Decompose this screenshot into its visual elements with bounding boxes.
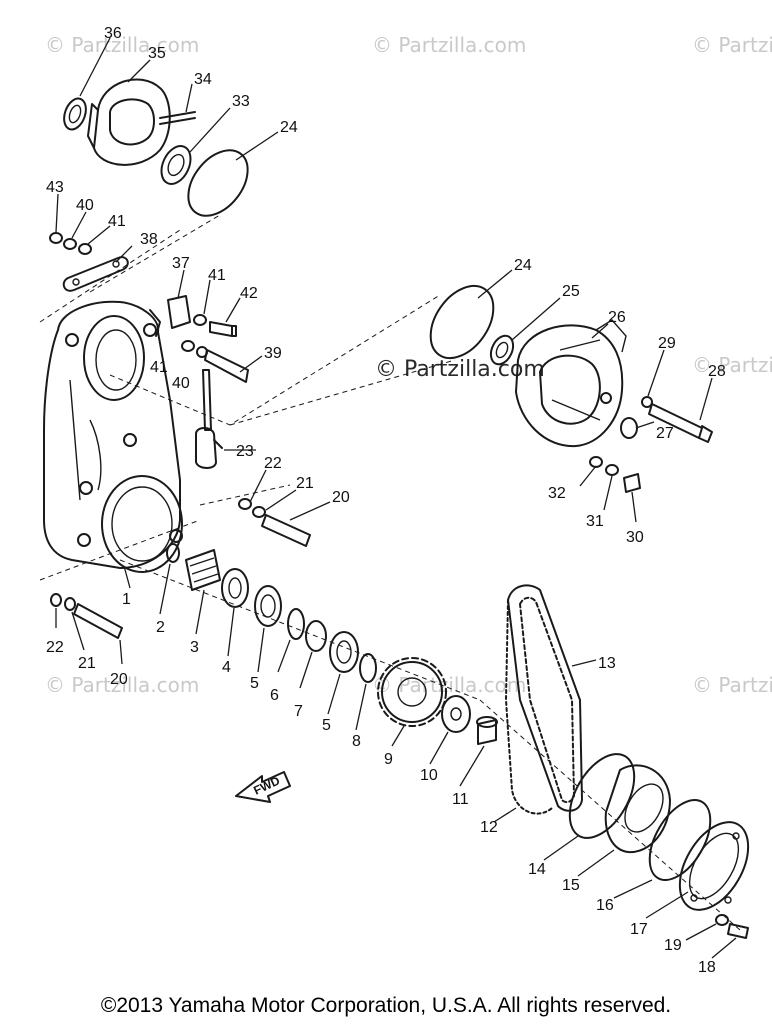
callout-2: 2 [156, 619, 165, 636]
callout-30: 30 [626, 529, 644, 546]
callout-4: 4 [222, 659, 231, 676]
callout-27: 27 [656, 425, 674, 442]
callout-14: 14 [528, 861, 546, 878]
callout-37: 37 [172, 255, 190, 272]
callout-32: 32 [548, 485, 566, 502]
callout-24-right: 24 [514, 257, 532, 274]
callout-35: 35 [148, 45, 166, 62]
forward-arrow: FWD [235, 771, 291, 803]
callout-25: 25 [562, 283, 580, 300]
rear-housing-assembly [429, 284, 713, 493]
callout-26: 26 [608, 309, 626, 326]
callout-20-upper: 20 [332, 489, 350, 506]
callout-36: 36 [104, 25, 122, 42]
callout-43: 43 [46, 179, 64, 196]
crankcase-cover [43, 300, 183, 573]
callout-33: 33 [232, 93, 250, 110]
callout-11: 11 [452, 791, 469, 808]
callout-40-lower: 40 [172, 375, 190, 392]
middle-bolts [50, 498, 311, 639]
copyright-notice: ©2013 Yamaha Motor Corporation, U.S.A. A… [100, 994, 672, 1017]
callout-15: 15 [562, 877, 580, 894]
callout-21-lower: 21 [78, 655, 96, 672]
watermark-center: © Partzilla.com [375, 357, 545, 382]
watermark-bottom-right: © Partzilla.com [692, 673, 772, 697]
upper-cover-assembly [63, 78, 196, 185]
callout-13: 13 [598, 655, 616, 672]
callout-7: 7 [294, 703, 303, 720]
callout-21-upper: 21 [296, 475, 314, 492]
callout-24-upper: 24 [280, 119, 298, 136]
callout-5-right: 5 [322, 717, 331, 734]
side-cover-stack [568, 753, 750, 939]
callout-41-upper: 41 [108, 213, 126, 230]
watermark-top-center: © Partzilla.com [372, 33, 526, 57]
callout-40-upper: 40 [76, 197, 94, 214]
sprocket-assembly [377, 657, 498, 745]
watermark-mid-right: © Partzilla.com [692, 353, 772, 377]
callout-41-middle: 41 [208, 267, 226, 284]
callout-5-left: 5 [250, 675, 259, 692]
callout-9: 9 [384, 751, 393, 768]
callout-22-lower: 22 [46, 639, 64, 656]
bracket-and-bolts [167, 295, 249, 383]
callout-6: 6 [270, 687, 279, 704]
watermark-top-left: © Partzilla.com [45, 33, 199, 57]
callout-39: 39 [264, 345, 282, 362]
callout-29: 29 [658, 335, 676, 352]
callout-labels: 36 35 34 33 24 43 40 41 38 37 41 42 41 4… [46, 25, 726, 976]
callout-34: 34 [194, 71, 212, 88]
leader-lines [55, 37, 737, 959]
o-ring-upper [187, 149, 249, 217]
watermark-bottom-left: © Partzilla.com [45, 673, 199, 697]
callout-20-lower: 20 [110, 671, 128, 688]
callout-12: 12 [480, 819, 498, 836]
callout-23: 23 [236, 443, 254, 460]
callout-10: 10 [420, 767, 438, 784]
watermark-top-right: © Partzilla.com [692, 33, 772, 57]
callout-16: 16 [596, 897, 614, 914]
callout-1: 1 [122, 591, 131, 608]
callout-38: 38 [140, 231, 158, 248]
callout-28: 28 [708, 363, 726, 380]
hardware-group-upper-left [49, 232, 129, 292]
callout-42: 42 [240, 285, 258, 302]
callout-22-upper: 22 [264, 455, 282, 472]
shaft-stack [166, 543, 377, 683]
callout-31: 31 [586, 513, 604, 530]
callout-19: 19 [664, 937, 682, 954]
callout-8: 8 [352, 733, 361, 750]
fwd-label: FWD [251, 773, 282, 797]
callout-17: 17 [630, 921, 648, 938]
watermark-bottom-center: © Partzilla.com [372, 673, 526, 697]
breather-pipe [195, 369, 223, 469]
callout-3: 3 [190, 639, 199, 656]
callout-18: 18 [698, 959, 716, 976]
callout-41-lower: 41 [150, 359, 168, 376]
drive-chain [505, 584, 583, 815]
